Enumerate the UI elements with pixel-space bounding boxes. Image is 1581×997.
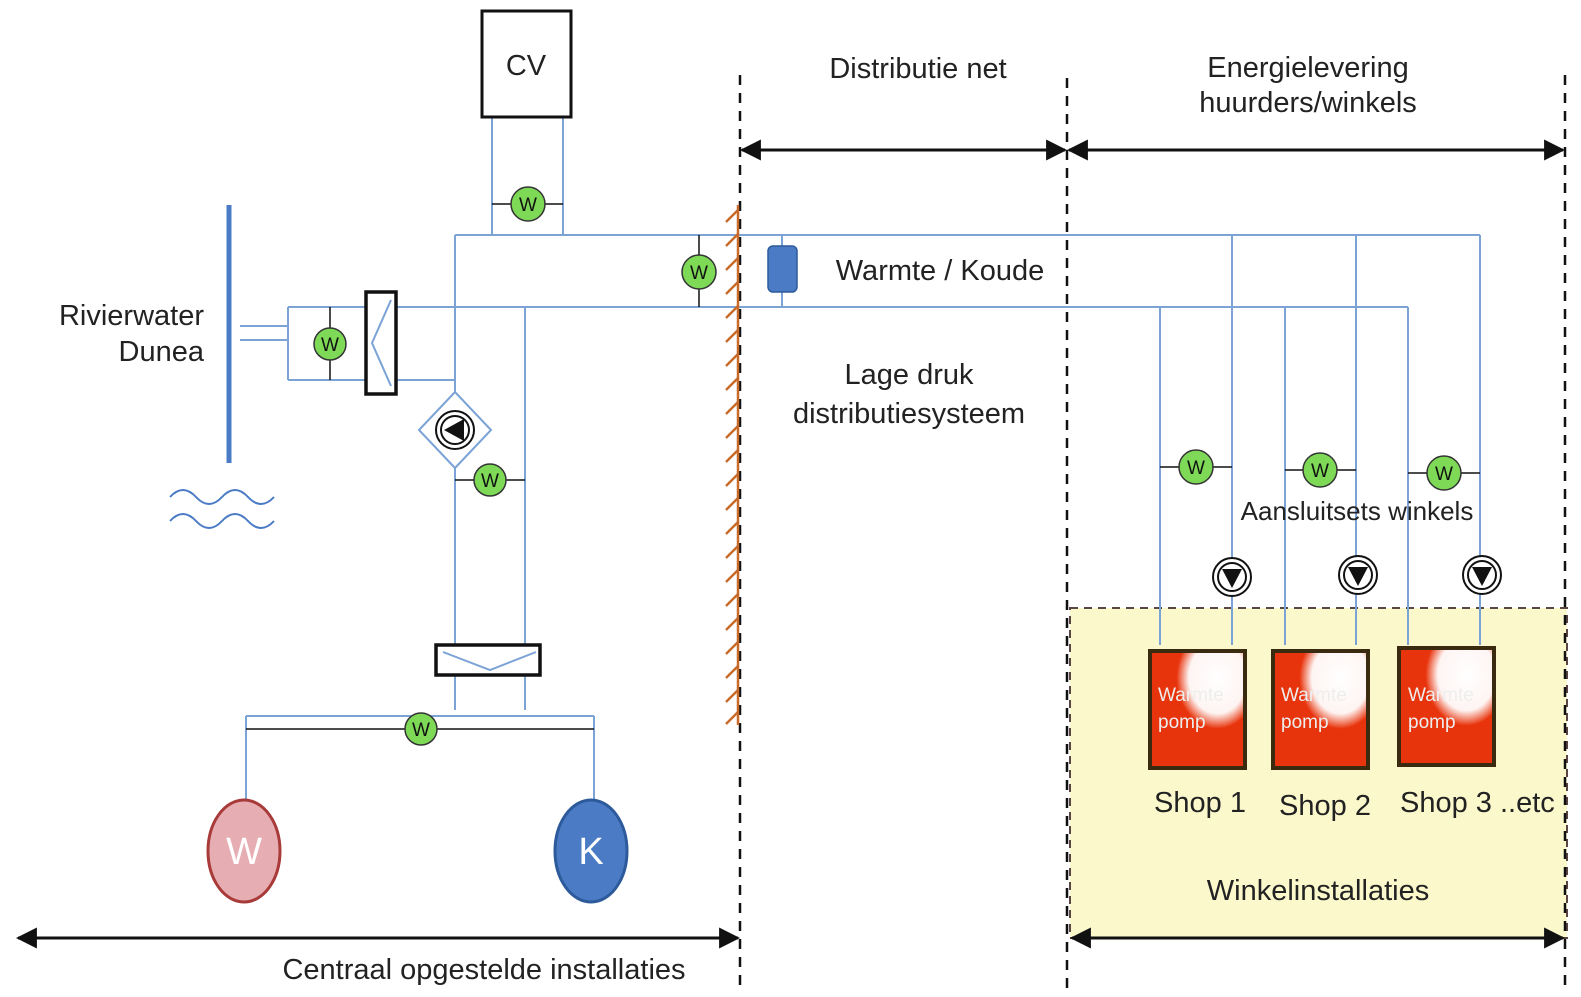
shop-2-label: Shop 2 xyxy=(1279,790,1371,822)
svg-text:W: W xyxy=(321,335,339,356)
svg-text:W: W xyxy=(690,263,708,284)
svg-text:Warmte: Warmte xyxy=(1158,685,1224,706)
meter-river: W xyxy=(313,327,347,361)
buffer-cold: K xyxy=(553,798,629,904)
svg-text:Warmte: Warmte xyxy=(1281,685,1347,706)
meter-shop-2: W xyxy=(1302,452,1338,488)
zone-dividers xyxy=(738,75,1567,990)
energielevering-label: Energielevering xyxy=(1207,52,1409,84)
svg-text:K: K xyxy=(578,831,603,873)
centraal-label: Centraal opgestelde installaties xyxy=(282,954,685,986)
meter-cv: W xyxy=(510,186,546,222)
heatpump-shop-2: Warmte pomp xyxy=(1271,649,1370,770)
heatpump-shop-1: Warmte pomp xyxy=(1148,649,1247,770)
central-pump-icon xyxy=(417,390,493,470)
huurders-winkels-label: huurders/winkels xyxy=(1199,87,1417,119)
svg-text:W: W xyxy=(519,195,537,216)
svg-text:W: W xyxy=(1187,458,1205,479)
warmte-koude-label: Warmte / Koude xyxy=(836,255,1044,287)
expansion-vessel xyxy=(767,245,798,293)
exchanger-chevron xyxy=(370,299,392,387)
shop-pump-1-icon xyxy=(1212,557,1252,597)
distributie-net-label: Distributie net xyxy=(829,53,1006,85)
winkelinstallaties-label: Winkelinstallaties xyxy=(1207,875,1429,907)
rivierwater-label: Rivierwater xyxy=(59,300,204,332)
meter-main: W xyxy=(681,254,717,290)
svg-text:W: W xyxy=(1311,461,1329,482)
meter-shop-3: W xyxy=(1426,455,1462,491)
cv-boiler xyxy=(480,9,573,119)
aansluitsets-label: Aansluitsets winkels xyxy=(1241,496,1474,526)
central-exchanger-chevron xyxy=(442,651,537,672)
dunea-label: Dunea xyxy=(119,336,205,368)
buffer-warm: W xyxy=(206,798,282,904)
svg-text:W: W xyxy=(412,720,430,741)
shop-pump-2-icon xyxy=(1338,555,1378,595)
meter-pump: W xyxy=(473,463,507,497)
river-heat-exchanger xyxy=(364,290,398,396)
meter-shop-1: W xyxy=(1178,449,1214,485)
svg-text:pomp: pomp xyxy=(1158,712,1206,733)
lage-druk-label: Lage druk xyxy=(845,359,974,391)
shop-3-label: Shop 3 ..etc xyxy=(1400,787,1555,819)
svg-text:Warmte: Warmte xyxy=(1408,685,1474,706)
cv-label: CV xyxy=(506,50,547,82)
shop-1-label: Shop 1 xyxy=(1154,787,1246,819)
shop-pump-3-icon xyxy=(1462,555,1502,595)
central-heat-exchanger xyxy=(434,643,542,677)
svg-text:pomp: pomp xyxy=(1408,712,1456,733)
water-waves-icon xyxy=(169,489,275,529)
range-arrows xyxy=(15,139,1566,949)
svg-text:W: W xyxy=(1435,464,1453,485)
svg-text:W: W xyxy=(481,471,499,492)
svg-text:W: W xyxy=(226,831,262,873)
svg-text:pomp: pomp xyxy=(1281,712,1329,733)
heatpump-shop-3: Warmte pomp xyxy=(1397,646,1496,767)
distributiesysteem-label: distributiesysteem xyxy=(793,398,1025,430)
building-wall xyxy=(725,205,740,725)
meter-buffers: W xyxy=(404,712,438,746)
